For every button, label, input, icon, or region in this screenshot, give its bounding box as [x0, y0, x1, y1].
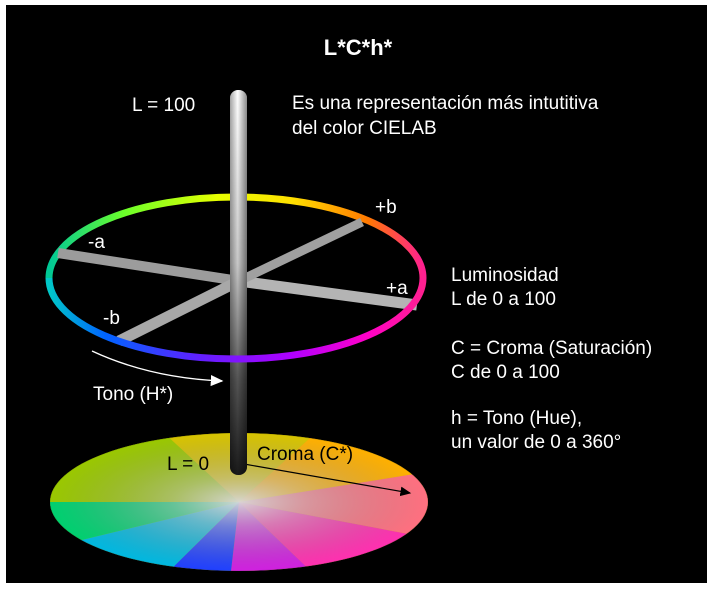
b-axis-positive [237, 217, 364, 286]
note-tono-title: h = Tono (Hue), [451, 408, 582, 429]
description-line-2: del color CIELAB [292, 118, 437, 139]
label-l-0: L = 0 [167, 454, 209, 475]
lightness-axis [230, 90, 247, 475]
ab-axes [57, 217, 418, 346]
note-luminosidad-range: L de 0 a 100 [451, 289, 556, 310]
label-minus-a: -a [88, 232, 105, 253]
description-line-1: Es una representación más intutitiva [292, 93, 599, 114]
b-axis-negative [116, 276, 242, 346]
hue-arrow [91, 350, 224, 387]
label-minus-b: -b [103, 308, 120, 329]
label-plus-b: +b [375, 197, 397, 218]
label-tono: Tono (H*) [93, 384, 173, 405]
note-croma-range: C de 0 a 100 [451, 362, 560, 383]
chroma-arrow [243, 463, 412, 497]
label-plus-a: +a [386, 278, 408, 299]
a-axis-negative [57, 248, 240, 286]
note-croma-title: C = Croma (Saturación) [451, 338, 652, 359]
label-croma: Croma (C*) [257, 444, 353, 465]
note-luminosidad-title: Luminosidad [451, 265, 559, 286]
a-axis-positive [238, 275, 418, 311]
diagram-title: L*C*h* [324, 35, 393, 60]
hue-ring-front [45, 277, 427, 363]
note-tono-range: un valor de 0 a 360° [451, 432, 621, 453]
label-l-100: L = 100 [132, 95, 195, 116]
